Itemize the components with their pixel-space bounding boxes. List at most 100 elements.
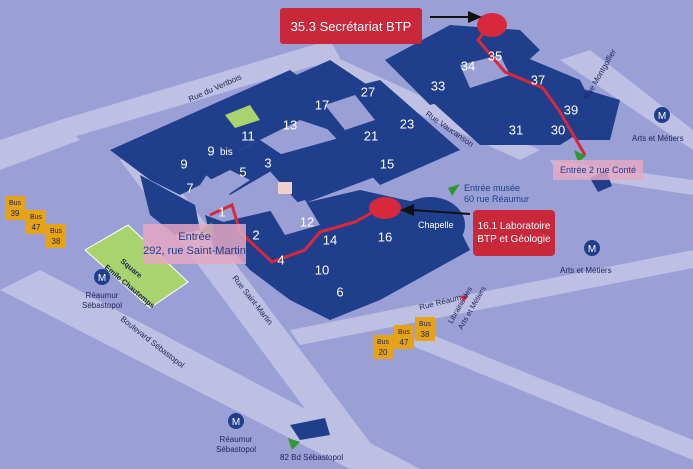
route-target-16 [369, 197, 401, 219]
building-number-13: 13 [283, 118, 297, 133]
entrance-musee-line2: 60 rue Réaumur [464, 194, 530, 204]
building-number-15: 15 [380, 157, 394, 172]
bus-word-38b: Bus [419, 321, 432, 328]
building-number-23: 23 [400, 117, 414, 132]
bus-badge-38 [46, 224, 66, 248]
entrance-arrow-musee [448, 184, 460, 196]
bus-line-38: 38 [52, 237, 61, 246]
building-number-30: 30 [551, 123, 565, 138]
metro-arts-metiers-top: M Arts et Métiers [632, 107, 684, 143]
building-number-2: 2 [252, 228, 259, 243]
bus-word-20: Bus [377, 339, 390, 346]
entrance-label-saint-martin: Entrée 292, rue Saint-Martin [143, 224, 246, 264]
building-number-39: 39 [564, 103, 578, 118]
entrance-saint-martin-line1: Entrée [178, 231, 211, 243]
building-number-12: 12 [300, 215, 314, 230]
bus-line-47b: 47 [400, 338, 409, 347]
building-west-wing [140, 175, 200, 235]
street-montgolfier [560, 50, 693, 150]
building-bis-label: bis [220, 147, 233, 158]
street-lower-diag [410, 330, 693, 460]
chapelle-label: Chapelle [418, 220, 454, 230]
metro-glyph: M [658, 111, 666, 122]
building-number-14: 14 [323, 233, 337, 248]
bus-badge-38b [415, 317, 435, 341]
building-number-35: 35 [488, 49, 502, 64]
building-east-long [430, 55, 600, 145]
metro-label-1: Réaumur [220, 435, 253, 444]
street-vertbois [60, 40, 340, 138]
bus-word-47: Bus [30, 214, 43, 221]
metro-arts-metiers-right: M Arts et Métiers [560, 240, 612, 275]
bus-badge-47b [394, 325, 414, 349]
route-to-16 [209, 202, 381, 264]
callout-laboratoire: 16.1 Laboratoire BTP et Géologie [473, 210, 555, 256]
metro-label-2: Sébastopol [216, 445, 256, 454]
building-number-7: 7 [186, 181, 193, 196]
building-number-33: 33 [431, 79, 445, 94]
bus-badge-20 [373, 335, 393, 359]
building-number-5: 5 [239, 165, 246, 180]
building-numbers: 1 2 3 4 5 6 7 9 9 bis 10 11 12 13 14 15 … [180, 49, 578, 300]
street-left [0, 120, 80, 170]
metro-reaumur-bottom: M Réaumur Sébastopol [216, 413, 256, 454]
bus-badge-47 [26, 210, 46, 234]
building-number-27: 27 [361, 85, 375, 100]
arrow-to-16 [411, 209, 471, 215]
bus-word-38: Bus [50, 228, 63, 235]
building-number-3: 3 [264, 156, 271, 171]
callout-secretariat-text: 35.3 Secrétariat BTP [290, 18, 412, 34]
courtyards [200, 55, 510, 235]
callout-labo-line2: BTP et Géologie [477, 234, 551, 245]
metro-reaumur-left: M Réaumur Sébastopol [82, 269, 122, 310]
entrance-arrow-conte [574, 150, 586, 162]
bus-badge-39 [5, 196, 25, 220]
metro-label-1: Réaumur [86, 291, 119, 300]
building-corner [570, 85, 620, 140]
route-to-35 [476, 24, 587, 156]
entrance-arrow-sebastopol [288, 438, 300, 450]
entrance-musee-line1: Entrée musée [464, 183, 521, 193]
building-number-6: 6 [336, 285, 343, 300]
building-number-16: 16 [378, 230, 392, 245]
building-number-4: 4 [277, 253, 284, 268]
building-number-31: 31 [509, 123, 523, 138]
metro-glyph: M [588, 244, 596, 255]
entrance-saint-martin-line2: 292, rue Saint-Martin [143, 245, 246, 257]
bus-word-47b: Bus [398, 329, 411, 336]
building-south-tip [280, 250, 370, 310]
bus-line-47: 47 [32, 223, 41, 232]
entrance-label-conte: Entrée 2 rue Conté [553, 160, 643, 180]
courtyard-1 [200, 170, 250, 200]
metro-label: Arts et Métiers [560, 266, 612, 275]
building-number-11: 11 [241, 129, 255, 144]
building-number-17: 17 [315, 98, 329, 113]
courtyard-pink [278, 182, 292, 194]
building-number-1: 1 [218, 205, 225, 220]
metro-glyph: M [98, 273, 106, 284]
streets-layer [0, 40, 693, 469]
callout-labo-line1: 16.1 Laboratoire [477, 221, 551, 232]
courtyard-green [225, 105, 260, 128]
librairie-marker [460, 296, 468, 302]
metro-label: Arts et Métiers [632, 134, 684, 143]
courtyard-3 [270, 200, 320, 235]
arrow-head-16 [400, 204, 414, 216]
building-number-9b: 9 [207, 144, 214, 159]
building-number-21: 21 [364, 129, 378, 144]
building-number-37: 37 [531, 73, 545, 88]
bus-line-20: 20 [379, 348, 388, 357]
entrance-label-musee: Entrée musée 60 rue Réaumur [464, 183, 544, 205]
street-reaumur [290, 250, 693, 345]
callout-secretariat: 35.3 Secrétariat BTP [280, 8, 422, 44]
route-target-35 [477, 13, 507, 37]
entrance-conte-text: Entrée 2 rue Conté [559, 165, 637, 175]
building-south-small [290, 418, 330, 440]
building-number-10: 10 [315, 263, 329, 278]
bus-word-39: Bus [9, 200, 22, 207]
metro-icon [94, 269, 110, 285]
bus-stop-left: Bus 39 Bus 47 Bus 38 [5, 196, 66, 248]
metro-icon [584, 240, 600, 256]
metro-label-2: Sébastopol [82, 301, 122, 310]
